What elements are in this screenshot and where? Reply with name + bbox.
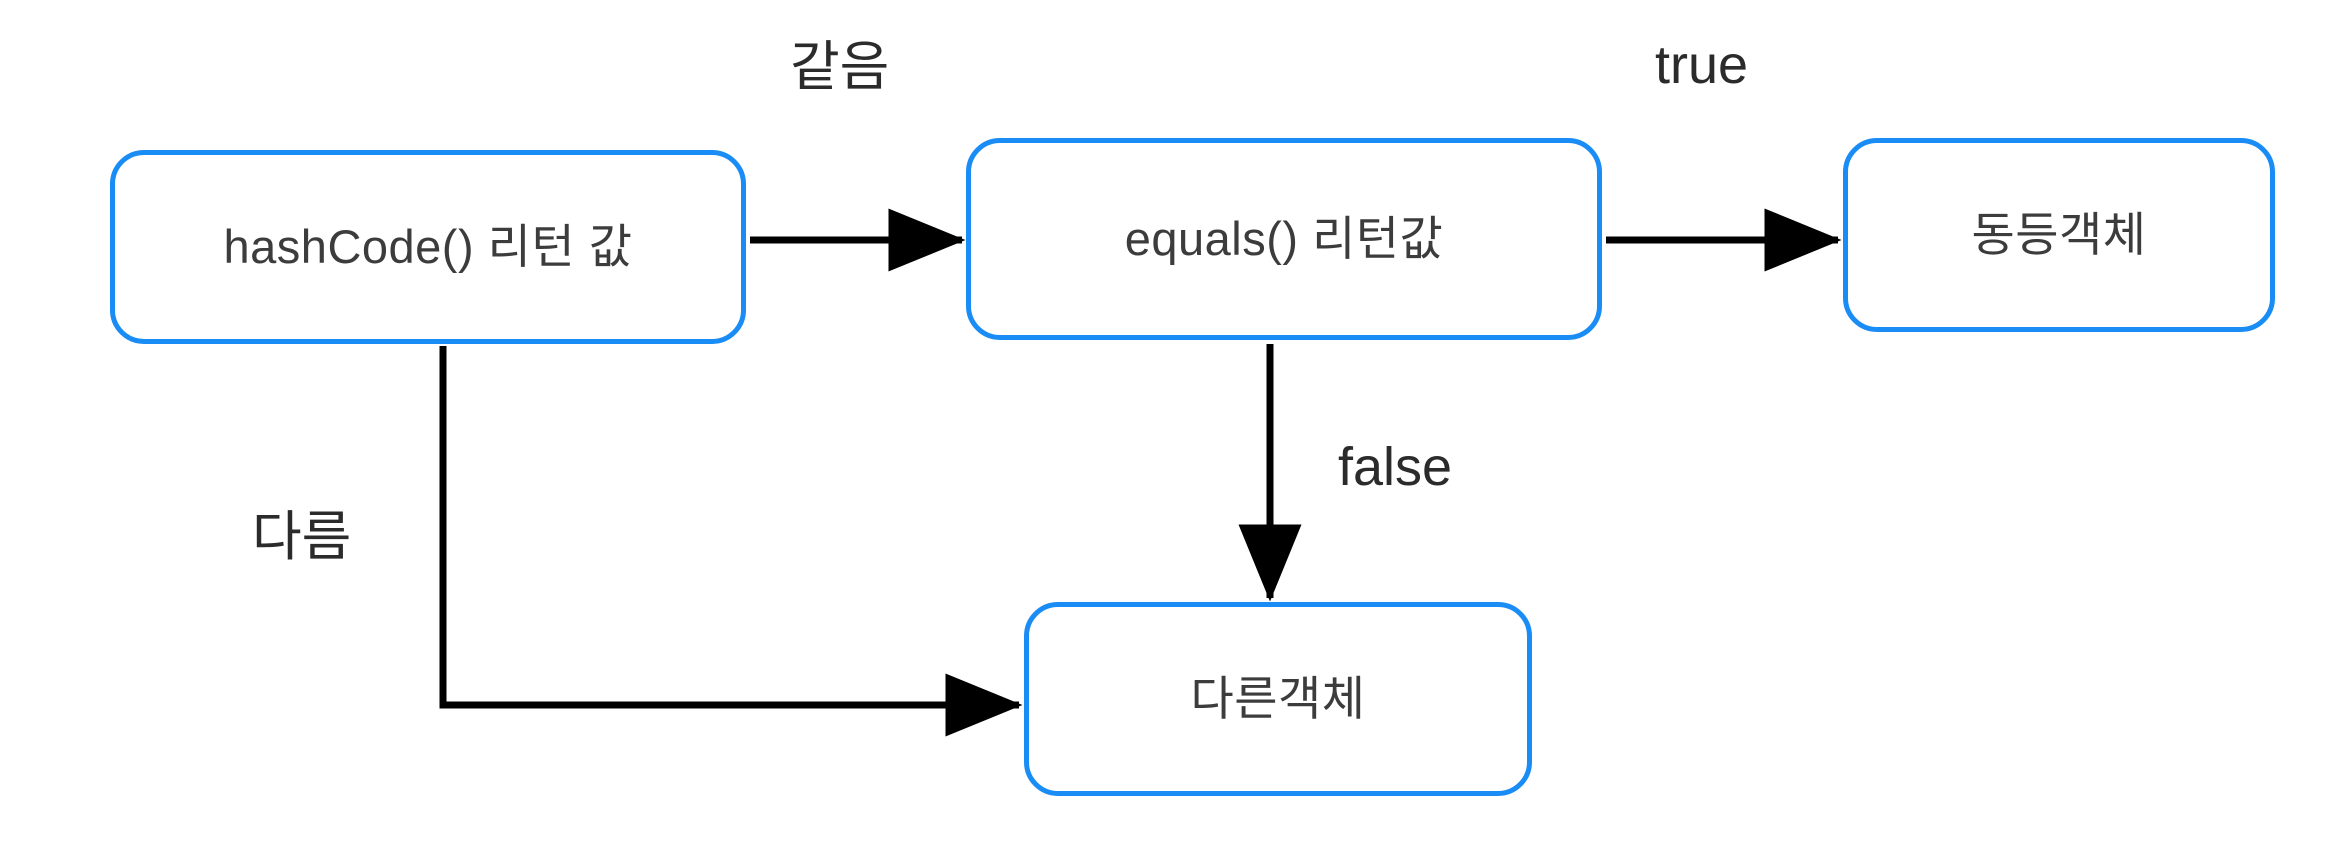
edge-label-true: true bbox=[1655, 35, 1749, 95]
edge-label-different: 다름 bbox=[252, 507, 352, 567]
node-equal-object[interactable]: 동등객체 bbox=[1843, 138, 2275, 332]
node-hashcode-label: hashCode() 리턴 값 bbox=[223, 220, 633, 274]
node-hashcode-return-value[interactable]: hashCode() 리턴 값 bbox=[110, 150, 746, 344]
edge-label-same: 같음 bbox=[790, 37, 890, 97]
node-different-object-label: 다른객체 bbox=[1190, 672, 1366, 726]
node-different-object[interactable]: 다른객체 bbox=[1024, 602, 1532, 796]
node-equals-label: equals() 리턴값 bbox=[1124, 212, 1444, 266]
connector-hashcode-to-diff-object bbox=[439, 346, 1023, 737]
node-equal-object-label: 동등객체 bbox=[1971, 208, 2147, 262]
node-equals-return-value[interactable]: equals() 리턴값 bbox=[966, 138, 1602, 340]
edge-label-false: false bbox=[1338, 437, 1453, 497]
